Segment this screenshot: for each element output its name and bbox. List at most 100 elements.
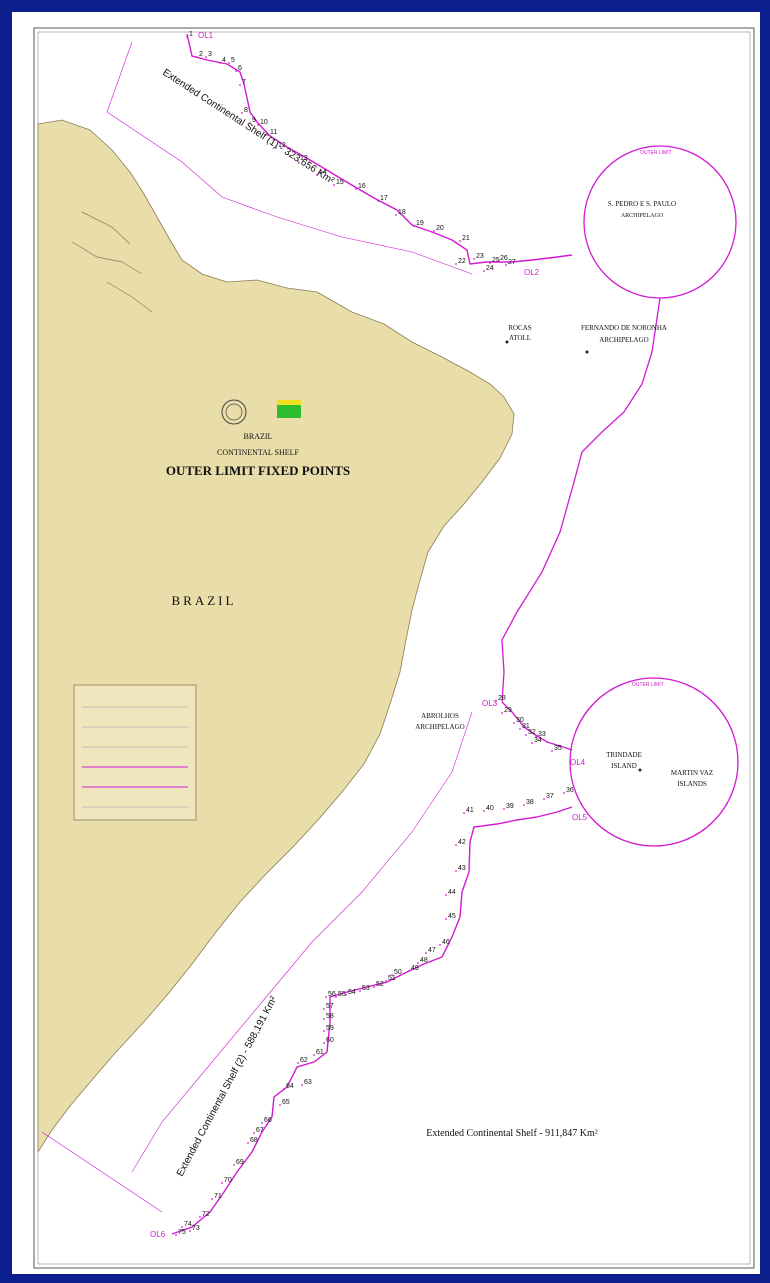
limit-point-marker [297,160,299,162]
limit-point-marker [495,700,497,702]
limit-point-label: 57 [326,1003,334,1010]
brazil-landmass [37,119,515,1154]
limit-point-label: 72 [202,1211,210,1218]
limit-point-label: 49 [411,965,419,972]
total-area-label: Extended Continental Shelf - 911,847 Km² [426,1128,598,1139]
limit-point-marker [355,188,357,190]
limit-point-marker [563,792,565,794]
limit-point-label: 56 [328,991,336,998]
limit-point-label: 3 [208,51,212,58]
limit-point-label: 44 [448,889,456,896]
limit-point-marker [445,894,447,896]
limit-point-label: 27 [508,259,516,266]
limit-point-marker [413,225,415,227]
martinvaz-label-2: ISLANDS [677,780,707,788]
limit-point-label: 51 [388,975,396,982]
limit-point-label: 70 [224,1177,232,1184]
dhn-logo-stripe [277,400,301,405]
limit-point-label: 48 [420,957,428,964]
limit-point-marker [531,742,533,744]
trindade-label-1: TRINDADE [606,751,642,759]
limit-point-label: 16 [358,183,366,190]
limit-point-marker [501,712,503,714]
limit-point-label: 18 [398,209,406,216]
title-country: BRAZIL [244,432,273,441]
limit-point-marker [228,62,230,64]
limit-point-marker [221,1182,223,1184]
limit-point-marker [439,944,441,946]
limit-point-label: 29 [504,707,512,714]
limit-point-label: 60 [326,1037,334,1044]
limit-point-marker [175,1234,177,1236]
fernando-label-2: ARCHIPELAGO [599,336,648,344]
limit-point-label: 6 [238,65,242,72]
navy-seal-icon [221,399,247,425]
limit-point-marker [373,986,375,988]
limit-point-marker [323,1008,325,1010]
rocas-label-1: ROCAS [508,324,531,332]
shelf1-label: Extended Continental Shelf (1) - 323,656… [160,67,336,187]
ol6-label: OL6 [150,1230,166,1239]
limit-point-marker [459,240,461,242]
limit-point-label: 36 [566,787,574,794]
brazil-label: BRAZIL [172,593,237,608]
limit-point-marker [253,1132,255,1134]
martinvaz-label-1: MARTIN VAZ [671,769,713,777]
limit-point-label: 58 [326,1013,334,1020]
limit-point-marker [425,952,427,954]
limit-point-label: 69 [236,1159,244,1166]
limit-point-label: 5 [231,57,235,64]
limit-point-marker [241,112,243,114]
limit-point-marker [323,1030,325,1032]
limit-point-label: 1 [189,31,193,38]
legend-box [73,684,197,821]
limit-point-marker [385,980,387,982]
limit-point-marker [257,124,259,126]
outer-limit-south [171,701,573,1235]
rocas-label-2: ATOLL [509,334,531,342]
limit-point-marker [261,1122,263,1124]
limit-point-marker [219,62,221,64]
limit-point-label: 2 [199,51,203,58]
limit-point-label: 64 [286,1083,294,1090]
ol4-label: OL4 [570,758,586,767]
limit-point-label: 45 [448,913,456,920]
fernando-mark [585,350,589,354]
limit-point-marker [497,260,499,262]
rocas-atoll-mark [505,340,509,344]
limit-point-label: 43 [458,865,466,872]
limit-point-marker [235,70,237,72]
limit-point-label: 4 [222,57,226,64]
limit-point-marker [275,147,277,149]
abrolhos-label-1: ABROLHOS [421,712,459,720]
limit-point-marker [455,263,457,265]
navy-seal-inner [225,403,243,421]
limit-point-label: 28 [498,695,506,702]
limit-point-label: 50 [394,969,402,976]
abrolhos-label-2: ARCHIPELAGO [415,723,464,731]
chart-svg: Extended Continental Shelf (1) - 323,656… [33,27,755,1269]
limit-point-marker [455,870,457,872]
limit-point-marker [313,1054,315,1056]
nautical-chart: Extended Continental Shelf (1) - 323,656… [12,12,760,1274]
limit-point-marker [267,134,269,136]
limit-point-label: 34 [534,737,542,744]
ol3-label: OL3 [482,699,498,708]
limit-point-marker [395,214,397,216]
chart-border [33,27,755,1269]
limit-point-marker [301,1084,303,1086]
limit-point-marker [503,808,505,810]
limit-point-label: 14 [319,169,327,176]
limit-point-marker [283,1088,285,1090]
limit-point-label: 52 [376,981,384,988]
north-lateral-line [106,41,133,113]
south-lateral-line [41,1131,163,1213]
limit-point-marker [359,990,361,992]
limit-point-marker [463,812,465,814]
limit-point-label: 37 [546,793,554,800]
limit-point-label: 15 [336,179,344,186]
limit-point-label: 40 [486,805,494,812]
outer-limit-label-spsp: OUTER LIMIT [640,150,672,156]
